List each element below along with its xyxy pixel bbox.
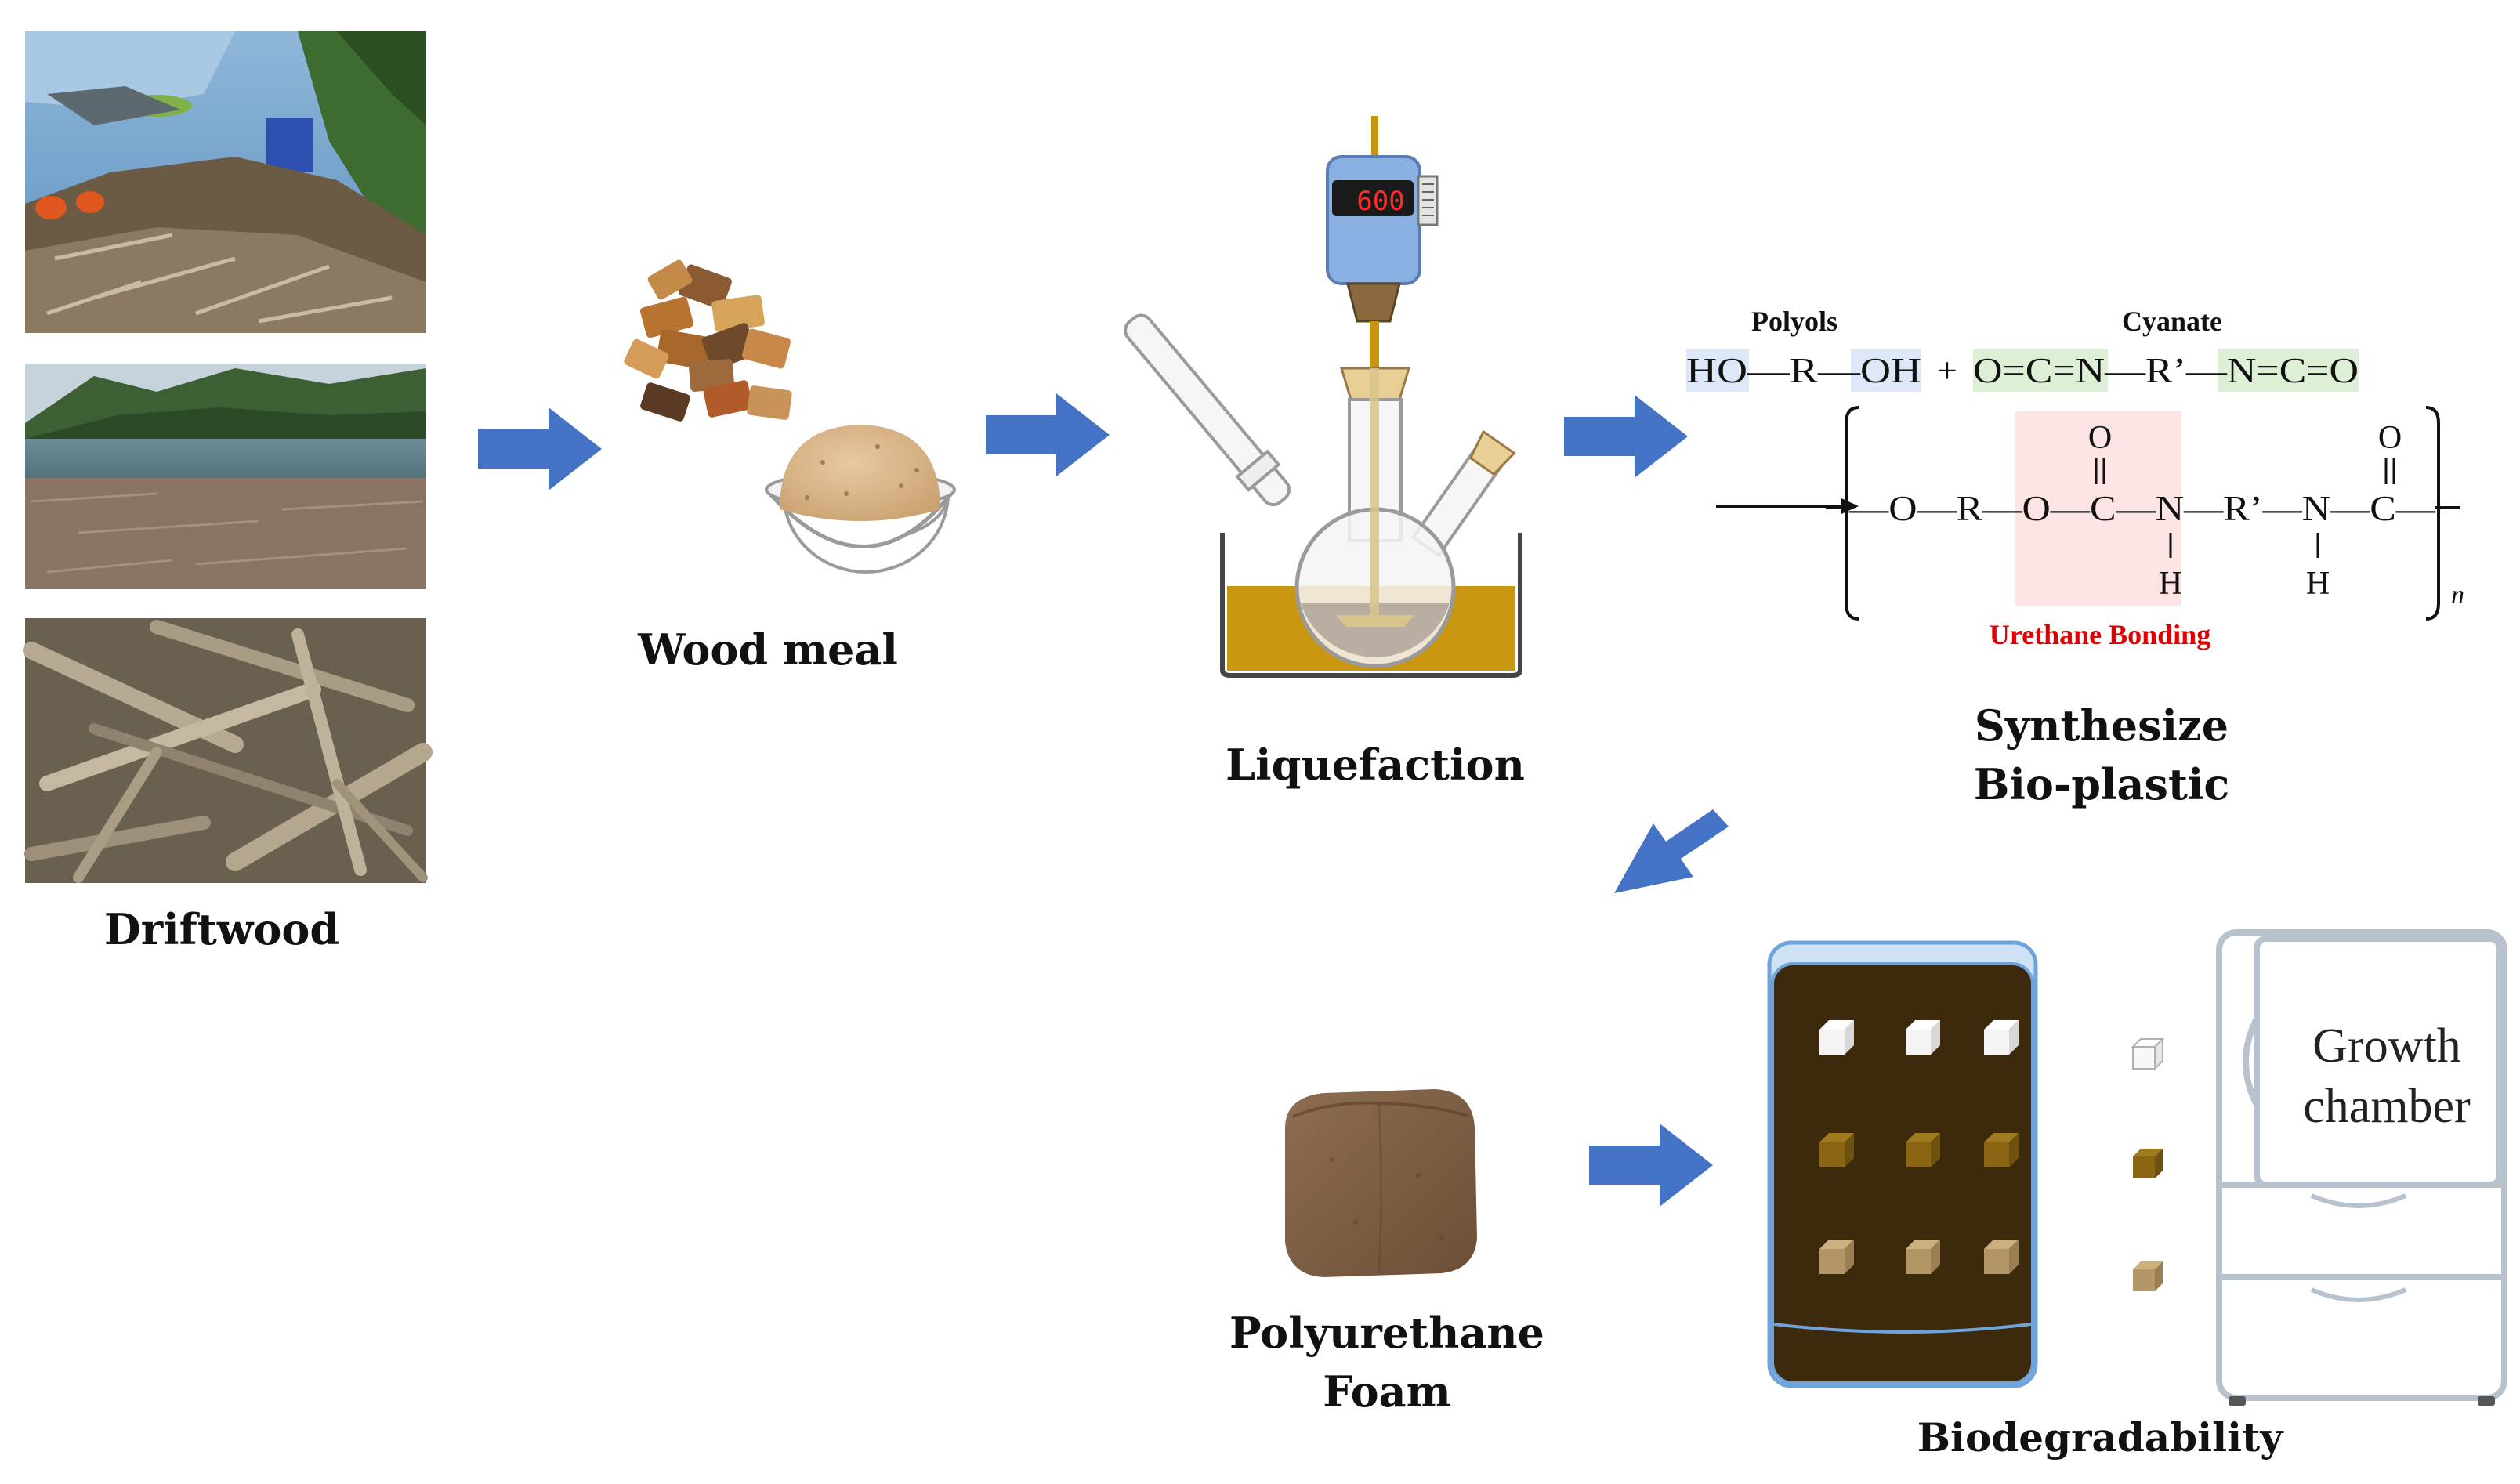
urethane-bonding-label: Urethane Bonding — [1990, 619, 2210, 650]
carbonyl-oxygen: O — [2088, 420, 2112, 456]
stirrer-speed-display: 600 — [1356, 186, 1404, 217]
sample-cube-icon — [1906, 1240, 1940, 1274]
sample-cube-icon — [1819, 1020, 1854, 1055]
driftwood-label: Driftwood — [104, 904, 339, 954]
stirrer-icon: 600 — [1326, 116, 1439, 368]
arrow-to-wood-meal — [478, 407, 602, 490]
sample-cube-icon — [1906, 1020, 1940, 1055]
liquefaction-label: Liquefaction — [1226, 740, 1525, 790]
sample-cube-icon — [1819, 1240, 1854, 1274]
polyols-label: Polyols — [1751, 306, 1838, 337]
repeat-unit-n: n — [2451, 581, 2464, 610]
sample-cube-icon — [2133, 1261, 2163, 1291]
foam-cube-icon — [1285, 1089, 1477, 1277]
reactant-cyanate: O=C=N—R’—N=C=O — [1973, 350, 2359, 390]
polyurethane-label-line2: Foam — [1323, 1366, 1451, 1417]
biodegradability-label: Biodegradability — [1917, 1414, 2284, 1460]
driftwood-photo-reservoir — [25, 364, 426, 589]
cyanate-highlight — [1973, 349, 2108, 392]
polyol-highlight — [1686, 349, 1749, 392]
sample-cube-icon — [1984, 1020, 2019, 1055]
arrow-to-synthesis — [1564, 395, 1688, 478]
synthesize-label-line2: Bio-plastic — [1974, 759, 2230, 809]
driftwood-photo-debris-pile — [23, 618, 433, 883]
arrow-to-liquefaction — [986, 393, 1110, 476]
growth-chamber-label-line1: Growth — [2312, 1019, 2460, 1073]
sample-cube-icon — [2133, 1149, 2163, 1178]
arrow-to-biodegradability — [1589, 1124, 1713, 1207]
arrow-to-foam — [1614, 809, 1729, 893]
sample-cube-icon — [2131, 1037, 2165, 1071]
urethane-highlight — [2015, 411, 2181, 606]
polyurethane-label-line1: Polyurethane — [1229, 1308, 1544, 1358]
reactant-polyol: HO—R—OH — [1686, 350, 1921, 390]
wood-chips-icon — [624, 259, 792, 422]
legend-cubes — [2131, 1037, 2165, 1291]
sample-cube-icon — [1819, 1133, 1854, 1167]
polyol-highlight — [1851, 349, 1921, 392]
plus-sign: + — [1937, 350, 1957, 390]
carbonyl-oxygen: O — [2378, 420, 2402, 456]
flask-icon — [1124, 313, 1522, 678]
growth-chamber-label-line2: chamber — [2303, 1080, 2471, 1133]
synthesize-label-line1: Synthesize — [1975, 700, 2229, 751]
driftwood-photo-lake-shore — [25, 31, 426, 333]
amine-hydrogen: H — [2306, 566, 2330, 602]
wood-meal-label: Wood meal — [637, 624, 898, 675]
amine-hydrogen: H — [2159, 566, 2182, 602]
sample-cube-icon — [1984, 1133, 2019, 1167]
product-chain: —O—R—O—C—N—R’—N—C— — [1848, 488, 2436, 528]
sample-cube-icon — [1906, 1133, 1940, 1167]
cyanate-label: Cyanate — [2122, 306, 2222, 337]
wood-meal-bowl-icon — [765, 425, 956, 574]
cyanate-highlight — [2218, 349, 2359, 392]
soil-tray-icon — [1767, 940, 2038, 1388]
polyurethane-reaction: Polyols Cyanate HO—R—OH + O=C=N—R’—N=C=O… — [1686, 306, 2464, 650]
growth-chamber-icon — [2216, 929, 2507, 1406]
sample-grid — [1819, 1020, 2019, 1274]
sample-cube-icon — [1984, 1240, 2019, 1274]
